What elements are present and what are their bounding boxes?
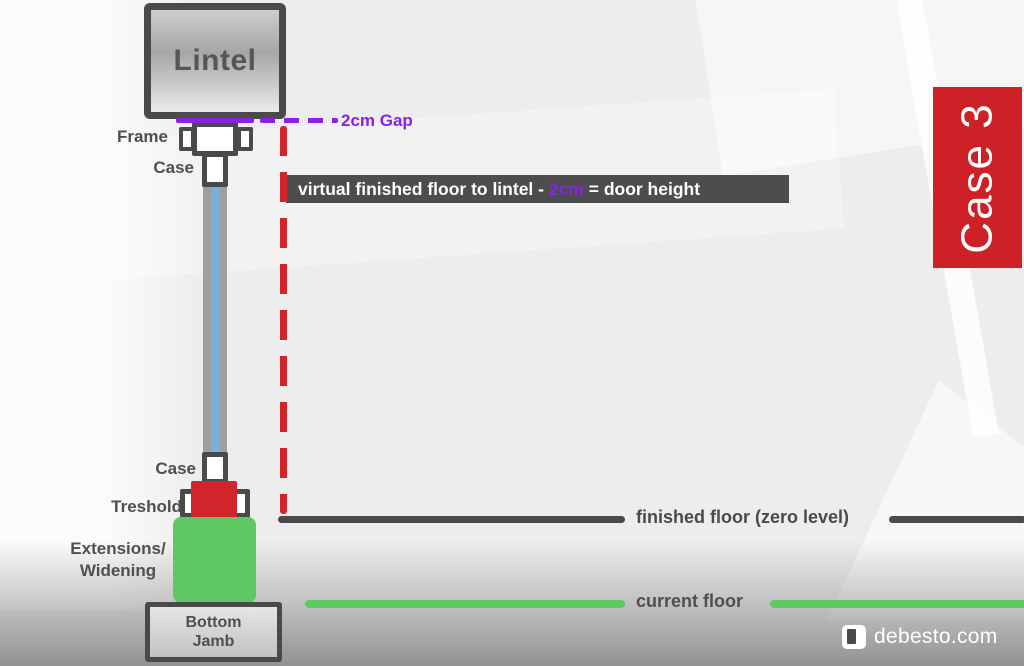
- frame-profile-right: [237, 127, 253, 151]
- lintel-label: Lintel: [173, 44, 257, 77]
- formula-highlight: 2cm: [548, 178, 584, 199]
- treshold-block: [191, 481, 237, 518]
- current-floor-label: current floor: [636, 591, 744, 611]
- formula-prefix: virtual finished floor to lintel -: [298, 178, 549, 199]
- case-3-badge: Case 3: [933, 87, 1022, 268]
- lintel-block: Lintel: [144, 3, 286, 119]
- case-top-label: Case: [153, 158, 194, 177]
- extensions-widening-label: Extensions/ Widening: [44, 538, 192, 582]
- finished-floor-line-left: [278, 516, 625, 523]
- door-leaf-glyph: [847, 629, 856, 644]
- gap-measure-line-solid: [176, 118, 254, 123]
- treshold-label: Treshold: [111, 497, 182, 516]
- bottom-jamb-label-line1: Bottom: [185, 614, 242, 631]
- bottom-jamb-block: Bottom Jamb: [145, 602, 282, 662]
- extensions-widening-block: [173, 517, 256, 603]
- formula-suffix: = door height: [583, 178, 701, 199]
- gap-measure-line-dashed: [260, 118, 338, 123]
- case-bottom-label: Case: [155, 459, 196, 478]
- gap-annotation-label: 2cm Gap: [341, 111, 413, 130]
- frame-center-block: [192, 122, 238, 156]
- frame-label: Frame: [116, 127, 168, 146]
- debesto-logo-text: debesto.com: [874, 625, 998, 648]
- finished-floor-line-right: [889, 516, 1024, 523]
- extensions-label-line1: Extensions/: [70, 539, 166, 558]
- debesto-logo: debesto.com: [842, 625, 998, 649]
- extensions-label-line2: Widening: [79, 561, 157, 580]
- door-glass-stripe: [211, 185, 220, 453]
- finished-floor-label: finished floor (zero level): [636, 507, 850, 527]
- current-floor-line-left: [305, 600, 625, 608]
- case-top-block: [202, 152, 228, 187]
- virtual-finished-floor-dashed-line: [280, 126, 287, 514]
- door-icon: [842, 625, 866, 649]
- door-height-formula-banner: virtual finished floor to lintel - 2cm =…: [286, 175, 789, 203]
- current-floor-line-right: [770, 600, 1024, 608]
- bottom-jamb-label-line2: Jamb: [192, 633, 235, 650]
- case-bottom-block: [202, 452, 228, 484]
- case-3-badge-label: Case 3: [952, 101, 1002, 254]
